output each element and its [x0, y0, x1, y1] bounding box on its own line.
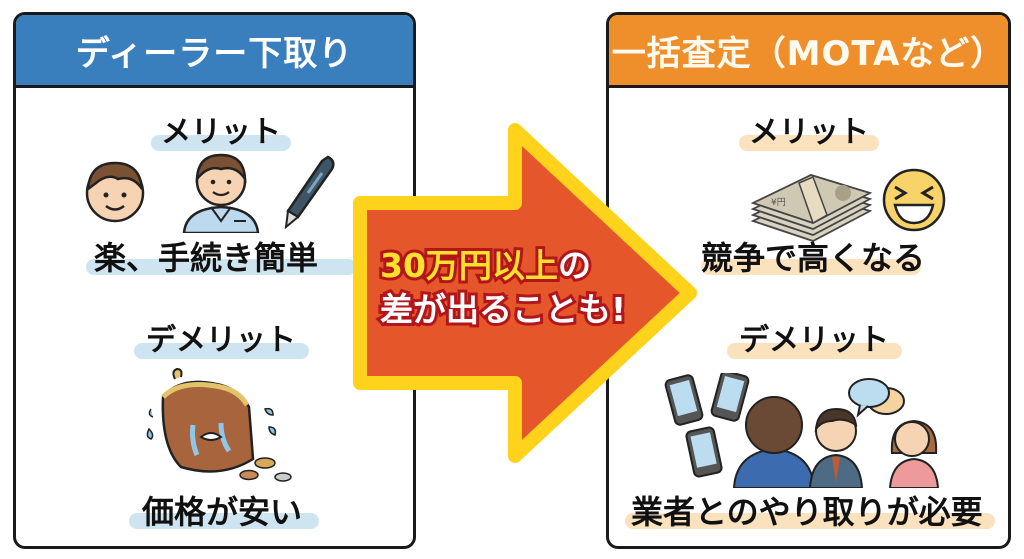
label-highlight [134, 343, 309, 359]
laughing-face-icon [882, 168, 946, 232]
smartphones-icon [664, 373, 750, 478]
merit-label: メリット [749, 115, 869, 150]
caption-highlight [701, 259, 921, 275]
demerit-caption: 価格が安い [142, 493, 303, 531]
label-highlight [727, 343, 902, 359]
big-right-arrow-icon [353, 123, 697, 463]
caption-highlight [86, 259, 356, 275]
price-difference-callout: 30万円以上の 差が出ることも! [377, 243, 629, 332]
callout-line-2: 差が出ることも! [377, 287, 629, 332]
smiling-boy-face-icon [85, 161, 145, 223]
panel-title: 一括査定（MOTAなど） [609, 15, 1008, 88]
coin-icon [254, 457, 276, 469]
demerit-label: デメリット [739, 323, 889, 358]
speech-bubbles-icon [848, 378, 905, 418]
merit-caption: 競争で高くなる [701, 239, 926, 277]
callout-particle: の [555, 243, 594, 288]
pen-icon [284, 155, 335, 230]
yen-banknote-stack-icon: ¥円 [750, 174, 873, 242]
business-people-talking-icon [664, 373, 940, 488]
panel-title: ディーラー下取り [16, 15, 413, 88]
amount-highlight: 30万円以上 [377, 243, 561, 288]
caption-highlight [625, 513, 995, 529]
label-highlight [739, 135, 879, 151]
svg-text:¥円: ¥円 [771, 197, 786, 208]
caption-highlight [129, 513, 319, 529]
merit-label: メリット [161, 115, 281, 150]
merit-caption: 楽、手続き簡単 [94, 239, 319, 277]
dealer-trade-in-panel: ディーラー下取り メリット 楽、手続き簡単 デメリット [13, 12, 416, 549]
label-highlight [151, 135, 291, 151]
demerit-label: デメリット [146, 323, 296, 358]
demerit-caption: 業者とのやり取りが必要 [631, 493, 983, 531]
crying-coin-purse-icon [146, 367, 292, 482]
smiling-staff-man-icon [182, 153, 260, 233]
